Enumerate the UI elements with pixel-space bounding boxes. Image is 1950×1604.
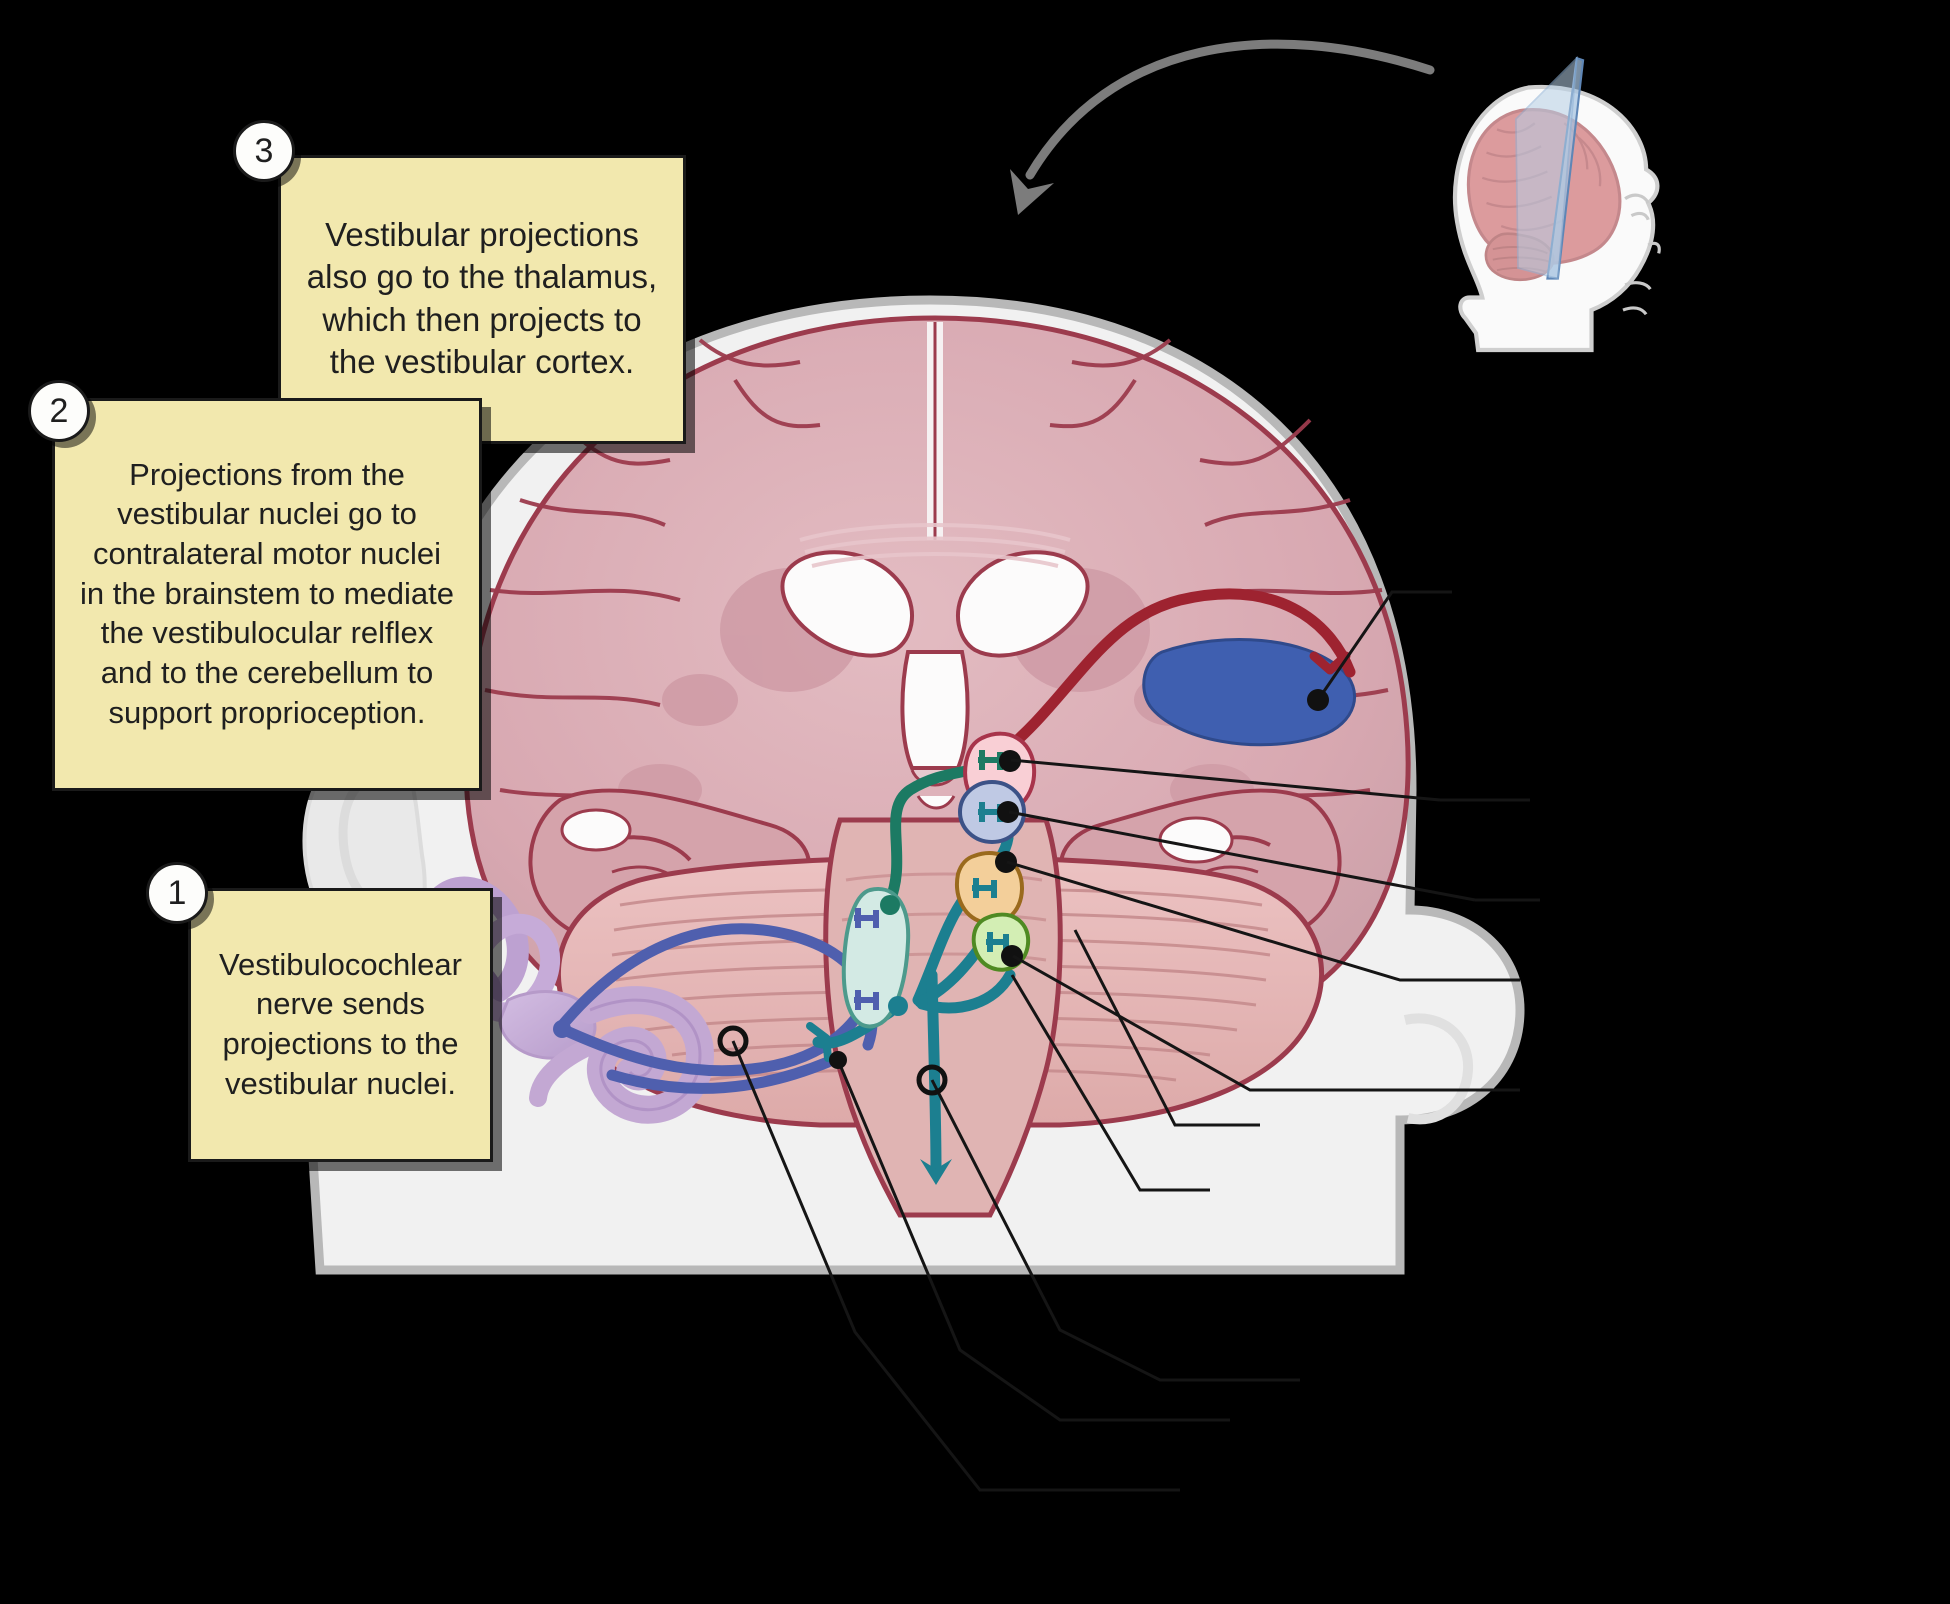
callout-badge-1-number: 1 xyxy=(167,873,187,912)
trochlear-nucleus xyxy=(955,850,1025,926)
thalamocortical-tract-path xyxy=(994,588,1356,761)
lateral-ventricles xyxy=(780,550,1090,810)
vestibular-nuclei xyxy=(841,886,911,1029)
callout-badge-2[interactable]: 2 xyxy=(28,380,90,442)
leader-lines-bottom xyxy=(717,929,1300,1492)
callout-badge-2-number: 2 xyxy=(49,391,69,430)
oculomotor-nucleus xyxy=(958,780,1026,844)
callout-box-3[interactable]: Vestibular projections also go to the th… xyxy=(278,155,686,445)
vestibular-cortex-highlight xyxy=(1142,638,1357,747)
callout-3-text: Vestibular projections also go to the th… xyxy=(306,216,658,380)
callout-box-2[interactable]: Projections from the vestibular nuclei g… xyxy=(52,398,482,792)
callout-box-1[interactable]: Vestibulocochlear nerve sends projection… xyxy=(188,888,493,1163)
head-inset xyxy=(1452,55,1661,353)
vestibulospinal-tract-path xyxy=(926,969,942,1174)
callout-badge-1[interactable]: 1 xyxy=(146,862,208,924)
inset-pointer-arrow xyxy=(1010,39,1435,215)
leader-lines-right xyxy=(1006,590,1540,1092)
callout-1-text: Vestibulocochlear nerve sends projection… xyxy=(219,946,462,1101)
callout-2-text: Projections from the vestibular nuclei g… xyxy=(80,456,454,730)
callout-badge-3-number: 3 xyxy=(254,131,274,170)
callout-badge-3[interactable]: 3 xyxy=(233,120,295,182)
